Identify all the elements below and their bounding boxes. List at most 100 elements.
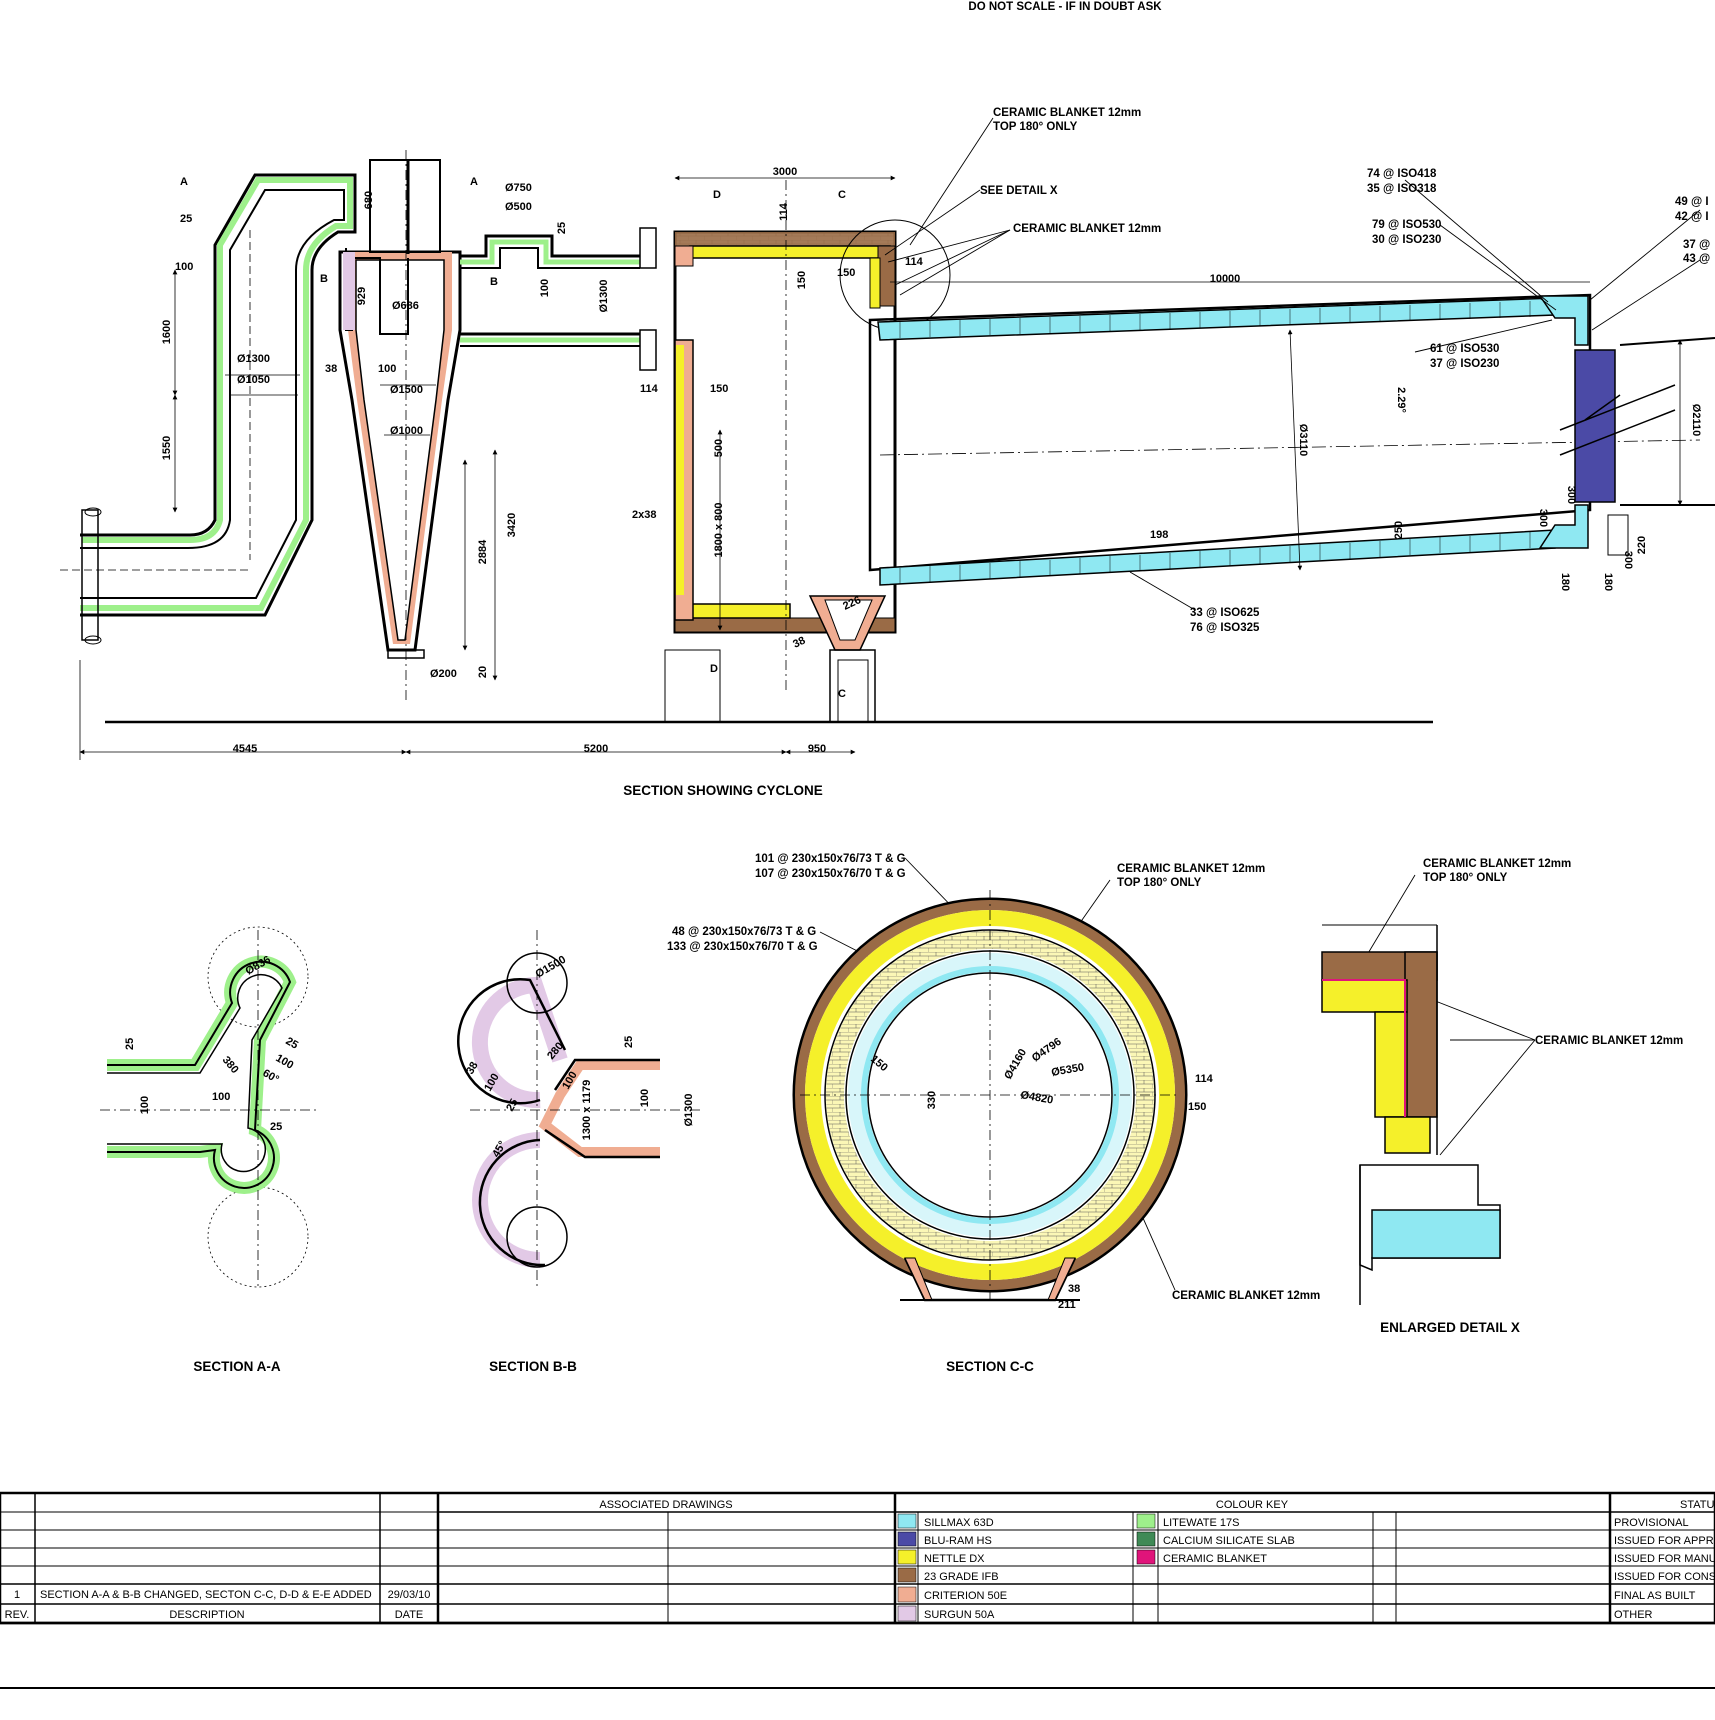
status-4: FINAL AS BUILT bbox=[1614, 1590, 1696, 1602]
cc-dim-4820: Ø4820 bbox=[1019, 1089, 1054, 1107]
dim-686: Ø686 bbox=[392, 300, 419, 312]
cc-callout-tg-a-2: 107 @ 230x150x76/70 T & G bbox=[755, 868, 906, 880]
dim-150: 150 bbox=[796, 271, 808, 289]
dim-1050: Ø1050 bbox=[237, 374, 270, 386]
dim-1550: 1550 bbox=[161, 436, 173, 460]
dim-180b: 180 bbox=[1602, 573, 1614, 591]
callout-ceramic-top-1: CERAMIC BLANKET 12mm bbox=[993, 107, 1141, 119]
dim-114b: 114 bbox=[905, 256, 924, 268]
bb-dim-1300: Ø1300 bbox=[683, 1093, 695, 1126]
bb-dim-25b: 25 bbox=[623, 1036, 635, 1048]
dim-250: 250 bbox=[1393, 521, 1405, 539]
dim-3110: Ø3110 bbox=[1297, 424, 1309, 456]
dim-114: 114 bbox=[778, 202, 790, 221]
dim-150c: 150 bbox=[710, 383, 728, 395]
status-2: ISSUED FOR MANUF bbox=[1614, 1553, 1715, 1565]
cc-callout-tg-b-2: 133 @ 230x150x76/70 T & G bbox=[667, 941, 818, 953]
section-aa bbox=[100, 926, 320, 1290]
dim-300c: 300 bbox=[1622, 551, 1634, 569]
detail-x bbox=[1321, 924, 1501, 1305]
dim-1800: 1800 x 800 bbox=[713, 502, 725, 557]
title-block-text: 1 SECTION A-A & B-B CHANGED, SECTON C-C,… bbox=[5, 1499, 1715, 1621]
dim-200: Ø200 bbox=[430, 668, 457, 680]
dim-25: 25 bbox=[180, 213, 192, 225]
main-dimensions: 3000 680 25 Ø750 Ø500 25 114 150 114 150… bbox=[161, 166, 1702, 755]
callout-iso-top-b-1: 79 @ ISO530 bbox=[1372, 219, 1441, 231]
dim-500: Ø500 bbox=[505, 201, 532, 213]
leader-lines bbox=[819, 117, 1701, 1291]
dim-5200: 5200 bbox=[584, 743, 608, 755]
key-label-5: SURGUN 50A bbox=[924, 1609, 995, 1621]
header-description: DESCRIPTION bbox=[169, 1609, 244, 1621]
marker-b-left: B bbox=[320, 273, 328, 285]
dim-38: 38 bbox=[325, 363, 337, 375]
callout-iso-right-a-1: 49 @ I bbox=[1675, 196, 1709, 208]
section-markers: A A B B D C D C bbox=[180, 176, 846, 700]
section-bb bbox=[457, 930, 700, 1290]
status-1: ISSUED FOR APPRO bbox=[1614, 1535, 1715, 1547]
aa-dim-25b: 25 bbox=[284, 1035, 301, 1052]
status-list: PROVISIONAL ISSUED FOR APPRO ISSUED FOR … bbox=[1614, 1517, 1715, 1621]
aa-dim-380: 380 bbox=[220, 1054, 241, 1076]
section-cc-annotations: 101 @ 230x150x76/73 T & G 107 @ 230x150x… bbox=[667, 853, 1320, 1311]
callout-ceramic: CERAMIC BLANKET 12mm bbox=[1013, 223, 1161, 235]
dim-100b: 100 bbox=[378, 363, 396, 375]
main-callouts: CERAMIC BLANKET 12mm TOP 180° ONLY SEE D… bbox=[980, 107, 1710, 634]
marker-c-top: C bbox=[838, 189, 846, 201]
header-rev: REV. bbox=[5, 1609, 30, 1621]
dx-callout-ceramic-top-1: CERAMIC BLANKET 12mm bbox=[1423, 858, 1571, 870]
title-section-cyclone: SECTION SHOWING CYCLONE bbox=[623, 783, 823, 798]
dim-2884: 2884 bbox=[477, 539, 489, 564]
key-label-2: NETTLE DX bbox=[924, 1553, 985, 1565]
cc-dim-38: 38 bbox=[1068, 1283, 1080, 1295]
bb-dim-1300x: 1300 x 1179 bbox=[581, 1080, 593, 1141]
dim-2x38: 2x38 bbox=[632, 509, 656, 521]
bb-dim-38: 38 bbox=[464, 1060, 481, 1077]
cc-callout-ceramic-top-2: TOP 180° ONLY bbox=[1117, 877, 1202, 889]
aa-dim-100a: 100 bbox=[274, 1052, 296, 1072]
cc-dim-4160: Ø4160 bbox=[1002, 1047, 1029, 1082]
revision-description: SECTION A-A & B-B CHANGED, SECTON C-C, D… bbox=[40, 1589, 372, 1601]
swatch-litewate bbox=[1136, 1513, 1156, 1529]
dim-4545: 4545 bbox=[233, 743, 257, 755]
cc-dim-211: 211 bbox=[1058, 1299, 1076, 1311]
dim-100: 100 bbox=[175, 261, 193, 273]
swatch-criterion bbox=[897, 1586, 917, 1603]
dim-1000: Ø1000 bbox=[390, 425, 423, 437]
callout-iso-top-a-1: 74 @ ISO418 bbox=[1367, 168, 1437, 180]
cc-callout-tg-b-1: 48 @ 230x150x76/73 T & G bbox=[672, 926, 816, 938]
marker-d-top: D bbox=[713, 189, 721, 201]
callout-iso-right-a-2: 42 @ I bbox=[1675, 211, 1709, 223]
marker-a-left: A bbox=[180, 176, 188, 188]
status-0: PROVISIONAL bbox=[1614, 1517, 1689, 1529]
swatch-surgun bbox=[897, 1605, 917, 1622]
key-label-4: CRITERION 50E bbox=[924, 1590, 1007, 1602]
dx-callout-ceramic: CERAMIC BLANKET 12mm bbox=[1535, 1035, 1683, 1047]
cyclone-elevation bbox=[60, 150, 1715, 724]
swatch-nettle bbox=[897, 1549, 917, 1565]
cc-dim-5350: Ø5350 bbox=[1050, 1061, 1085, 1079]
dim-220: 220 bbox=[1636, 536, 1648, 554]
title-detail-x: ENLARGED DETAIL X bbox=[1380, 1320, 1520, 1335]
dim-300a: 300 bbox=[1537, 509, 1549, 527]
swatch-calcium bbox=[1136, 1531, 1156, 1547]
header-date: DATE bbox=[395, 1609, 424, 1621]
bb-dim-100c: 100 bbox=[639, 1089, 651, 1107]
associated-drawings-title: ASSOCIATED DRAWINGS bbox=[599, 1499, 732, 1511]
title-block bbox=[0, 1491, 1715, 1689]
callout-ceramic-top-2: TOP 180° ONLY bbox=[993, 121, 1078, 133]
callout-see-detail: SEE DETAIL X bbox=[980, 185, 1058, 197]
dx-callout-ceramic-top-2: TOP 180° ONLY bbox=[1423, 872, 1508, 884]
status-5: OTHER bbox=[1614, 1609, 1653, 1621]
aa-dim-25c: 25 bbox=[270, 1121, 282, 1133]
dim-750: Ø750 bbox=[505, 182, 532, 194]
callout-iso-right-b-1: 37 @ bbox=[1683, 239, 1710, 251]
colour-key-title: COLOUR KEY bbox=[1216, 1499, 1289, 1511]
revision-date: 29/03/10 bbox=[388, 1589, 431, 1601]
key-label-6: LITEWATE 17S bbox=[1163, 1517, 1239, 1529]
dim-3000: 3000 bbox=[773, 166, 797, 178]
dim-114c: 114 bbox=[640, 383, 659, 395]
